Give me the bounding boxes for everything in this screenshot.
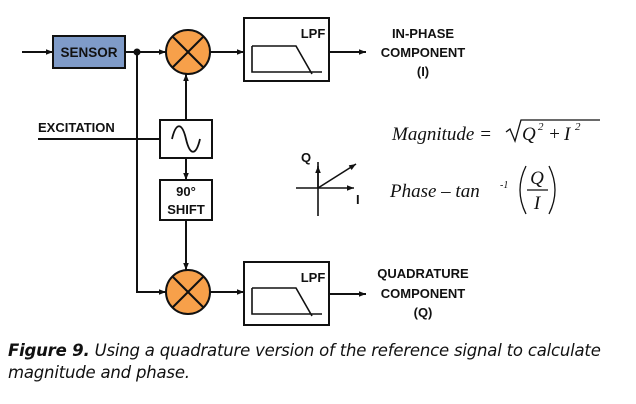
phase-exponent: -1 <box>500 180 508 191</box>
magnitude-i-exponent: 2 <box>575 121 581 133</box>
right-paren <box>548 165 556 215</box>
lpf-bottom-response-icon <box>251 287 322 317</box>
phase-equation: Phase – tan -1 Q I <box>389 165 556 215</box>
excitation-label: EXCITATION <box>38 120 115 135</box>
inphase-label-line1: IN-PHASE <box>392 26 454 41</box>
caption-figure-label: Figure 9. <box>8 341 90 360</box>
sqrt-sign <box>505 119 600 143</box>
magnitude-i: I <box>563 124 572 145</box>
mixer-top <box>165 29 211 75</box>
magnitude-q: Q <box>522 124 536 145</box>
quadrature-label-line1: QUADRATURE <box>377 266 469 281</box>
quadrature-label-line2: COMPONENT <box>381 286 466 301</box>
quadrature-label-line3: (Q) <box>414 305 433 320</box>
magnitude-prefix: Magnitude = <box>391 124 492 145</box>
iq-vector-diagram <box>296 162 357 216</box>
inphase-label-line3: (I) <box>417 64 429 79</box>
magnitude-q-exponent: 2 <box>538 121 544 133</box>
lpf-top-label: LPF <box>301 26 326 41</box>
magnitude-equation: Magnitude = Q 2 + I 2 <box>391 119 600 145</box>
magnitude-plus: + <box>548 124 561 145</box>
figure-caption: Figure 9. Using a quadrature version of … <box>8 340 632 384</box>
lpf-bottom-label: LPF <box>301 270 326 285</box>
inphase-label-line2: COMPONENT <box>381 45 466 60</box>
sensor-branch-wire <box>136 52 166 295</box>
caption-text: Using a quadrature version of the refere… <box>8 341 601 382</box>
phase-prefix: Phase – tan <box>389 181 480 202</box>
sensor-label: SENSOR <box>60 45 117 60</box>
mixer-bottom <box>165 269 211 315</box>
shift-label-line2: SHIFT <box>167 202 205 217</box>
lpf-top-response-icon <box>251 45 322 75</box>
lpf-top-block <box>243 17 330 82</box>
phase-denominator: I <box>533 193 542 214</box>
phase-numerator: Q <box>530 168 544 189</box>
shift-label-line1: 90° <box>176 184 196 199</box>
left-paren <box>519 165 527 215</box>
vector-i-label: I <box>356 192 360 207</box>
vector-q-label: Q <box>301 150 311 165</box>
sine-wave-icon <box>171 125 201 153</box>
